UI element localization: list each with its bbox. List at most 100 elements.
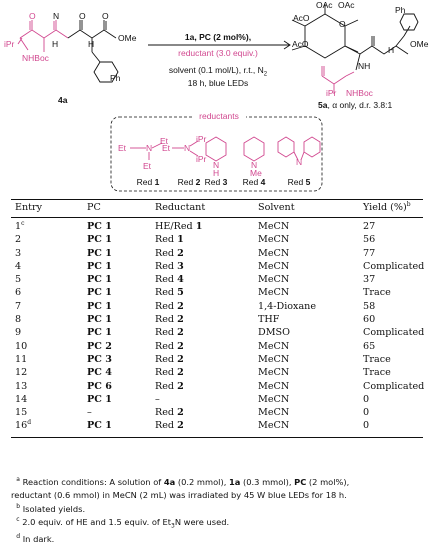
cell-reductant-num: 4 bbox=[177, 274, 184, 286]
cell-entry-text: 4 bbox=[15, 260, 22, 272]
cell-solvent: MeCN bbox=[258, 393, 363, 406]
reductant-label-3: Red 3 bbox=[194, 177, 238, 187]
cell-pc: PC 1 bbox=[87, 273, 155, 286]
cell-reductant-num: 5 bbox=[177, 287, 184, 299]
cell-pc-text: PC 1 bbox=[87, 221, 112, 232]
scheme-structures bbox=[17, 4, 419, 192]
footnote-a-mark: a bbox=[16, 476, 20, 484]
cell-pc-text: PC 1 bbox=[87, 393, 112, 405]
footnote-a-text-2: (0.2 mmol), bbox=[175, 477, 229, 487]
red2-group-a: Et bbox=[162, 143, 171, 153]
footnote-c-sub: 3 bbox=[170, 522, 175, 530]
cell-entry-text: 7 bbox=[15, 300, 22, 312]
cell-pc: PC 1 bbox=[87, 233, 155, 246]
product-label: 5a, α only, d.r. 3.8:1 bbox=[318, 101, 392, 110]
cell-entry: 8 bbox=[11, 313, 87, 326]
cell-solvent: 1,4-Dioxane bbox=[258, 300, 363, 313]
cell-pc: PC 1 bbox=[87, 286, 155, 299]
cell-pc-text: PC 1 bbox=[87, 260, 112, 272]
cell-pc-text: PC 1 bbox=[87, 420, 112, 432]
cell-solvent: MeCN bbox=[258, 247, 363, 260]
cell-pc: PC 1 bbox=[87, 260, 155, 273]
cell-solvent-text: MeCN bbox=[258, 287, 290, 299]
table-bottom-rule bbox=[11, 433, 423, 438]
cell-reductant-text: Red bbox=[155, 314, 178, 326]
cell-pc: PC 1 bbox=[87, 419, 155, 432]
cell-pc: PC 1 bbox=[87, 247, 155, 260]
cell-yield: 27 bbox=[363, 220, 423, 233]
product-aco1-label: AcO bbox=[293, 13, 310, 23]
cell-reductant-num: 2 bbox=[177, 420, 184, 432]
cell-yield: Trace bbox=[363, 353, 423, 366]
cell-reductant: HE/Red 1 bbox=[155, 220, 258, 233]
footnote-a-4a: 4a bbox=[163, 477, 176, 487]
cell-reductant: Red 2 bbox=[155, 406, 258, 419]
red2-n: N bbox=[184, 143, 191, 153]
cell-reductant-text: Red bbox=[155, 380, 178, 392]
cell-entry: 4 bbox=[11, 260, 87, 273]
cell-entry: 3 bbox=[11, 247, 87, 260]
footnote-a-text-3: (0.3 mmol), bbox=[240, 477, 295, 487]
product-ph-label: Ph bbox=[395, 5, 406, 15]
cell-entry-text: 2 bbox=[15, 234, 22, 246]
cell-entry: 11 bbox=[11, 353, 87, 366]
cell-yield: Complicated bbox=[363, 380, 425, 393]
footnote-c-text: 2.0 equiv. of HE and 1.5 equiv. of Et bbox=[22, 516, 171, 527]
cell-yield: Trace bbox=[363, 286, 423, 299]
cell-pc-text: PC 2 bbox=[87, 340, 112, 352]
product-aco2-label: AcO bbox=[292, 39, 309, 49]
cell-solvent-text: 1,4-Dioxane bbox=[258, 300, 317, 312]
cell-entry: 14 bbox=[11, 393, 87, 406]
cell-solvent: THF bbox=[258, 313, 363, 326]
footnote-a-text-1: Reaction conditions: A solution of bbox=[22, 477, 164, 487]
footnote-c-mark: c bbox=[16, 516, 20, 524]
cell-pc: PC 1 bbox=[87, 393, 155, 406]
reductant-label-5-num: 5 bbox=[305, 177, 311, 187]
cell-entry-text: 1 bbox=[15, 221, 22, 232]
cell-solvent: MeCN bbox=[258, 380, 363, 393]
cell-yield: 0 bbox=[363, 406, 423, 419]
reactant-o3-label: O bbox=[102, 11, 109, 21]
cell-solvent: MeCN bbox=[258, 353, 363, 366]
cell-reductant-text: Red bbox=[155, 300, 178, 312]
red5-n: N bbox=[296, 157, 303, 167]
cell-yield: 77 bbox=[363, 247, 423, 260]
cell-solvent-text: MeCN bbox=[258, 247, 290, 259]
reactant-ome-label: OMe bbox=[118, 33, 137, 43]
cell-yield-text: Trace bbox=[363, 353, 391, 365]
footnote-b: b Isolated yields. bbox=[11, 503, 423, 516]
cell-solvent: MeCN bbox=[258, 340, 363, 353]
reactant-o1-label: O bbox=[29, 11, 36, 21]
cell-reductant-text: Red bbox=[155, 247, 178, 259]
product-nhboc-label: NHBoc bbox=[346, 88, 373, 98]
cell-yield-text: 60 bbox=[363, 314, 376, 326]
cell-reductant-text: HE/Red bbox=[155, 221, 196, 232]
cell-entry-text: 13 bbox=[15, 380, 28, 392]
cell-reductant-num: 2 bbox=[177, 314, 184, 326]
cell-pc: PC 1 bbox=[87, 220, 155, 233]
cell-yield: Trace bbox=[363, 366, 423, 379]
cell-reductant-num: 3 bbox=[177, 260, 184, 272]
cell-pc-text: PC 1 bbox=[87, 234, 112, 246]
footnote-a: a Reaction conditions: A solution of 4a … bbox=[11, 476, 423, 489]
cell-entry-sup: d bbox=[27, 419, 32, 427]
cell-entry: 5 bbox=[11, 273, 87, 286]
cell-solvent-text: MeCN bbox=[258, 274, 290, 286]
header-yield-text: Yield (%) bbox=[363, 202, 407, 213]
cell-reductant-num: 2 bbox=[177, 340, 184, 352]
header-reductant: Reductant bbox=[155, 202, 206, 213]
header-pc: PC bbox=[87, 202, 101, 213]
reductants-title: reductants bbox=[192, 111, 246, 121]
cell-pc-text: – bbox=[87, 407, 92, 419]
cell-reductant-num: 1 bbox=[177, 234, 184, 246]
cell-entry-text: 9 bbox=[15, 327, 22, 339]
product-compound-label: 5a bbox=[318, 100, 328, 110]
cell-yield-text: Complicated bbox=[363, 380, 425, 392]
cell-entry: 12 bbox=[11, 366, 87, 379]
cell-reductant: – bbox=[155, 393, 258, 406]
